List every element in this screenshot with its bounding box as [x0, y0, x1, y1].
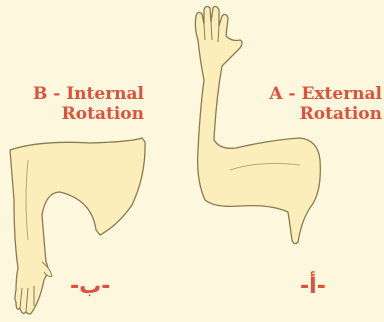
label-a-line1: A - External	[242, 84, 382, 104]
arm-external-rotation	[195, 6, 320, 243]
label-a-line2: Rotation	[242, 104, 382, 124]
arm-a-shape	[195, 6, 320, 243]
label-external-rotation: A - External Rotation	[242, 84, 382, 124]
arabic-label-a: -أ-	[300, 274, 326, 299]
label-b-line1: B - Internal	[6, 84, 144, 104]
arabic-label-b: -ب-	[70, 274, 110, 299]
label-internal-rotation: B - Internal Rotation	[6, 84, 144, 124]
label-b-line2: Rotation	[6, 104, 144, 124]
